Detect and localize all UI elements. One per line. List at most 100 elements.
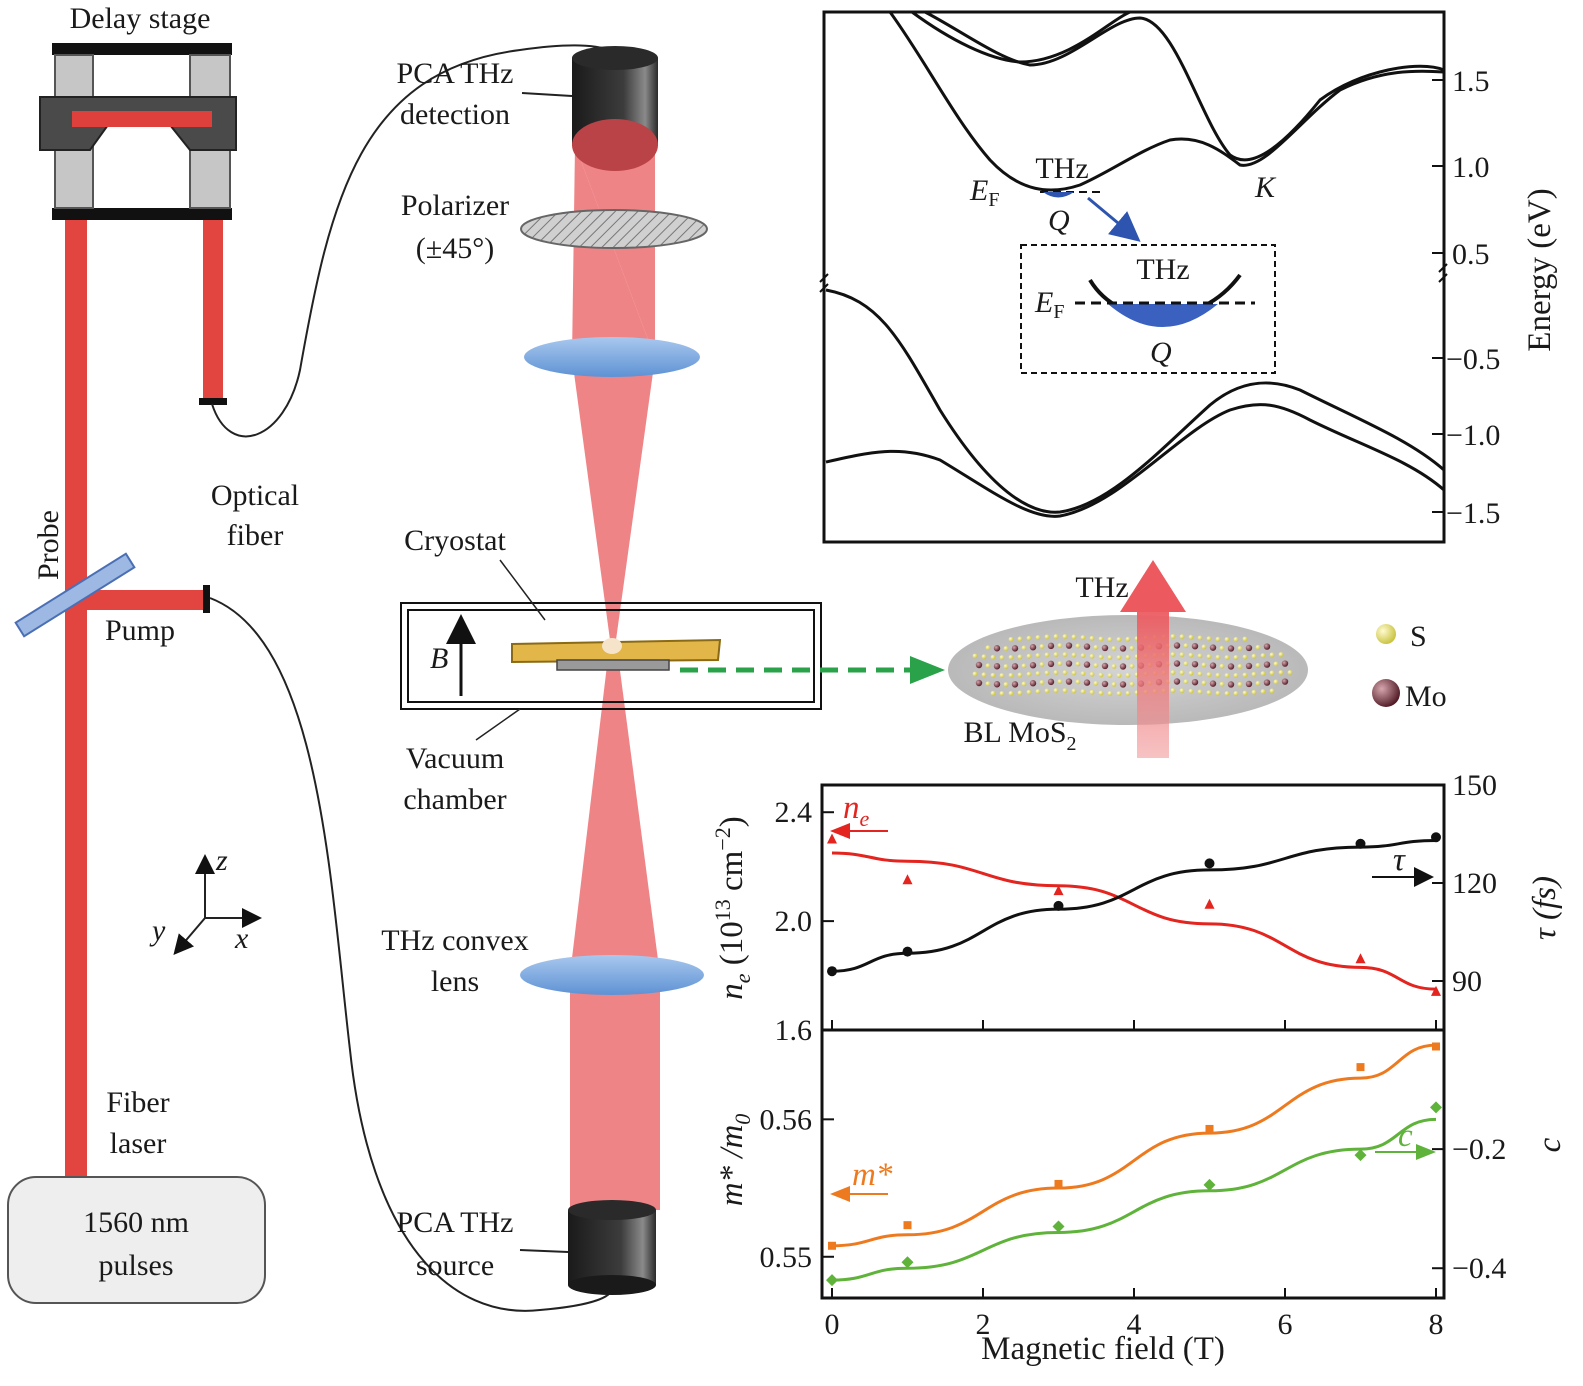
s-atom: [1242, 672, 1248, 678]
s-atom: [1111, 682, 1117, 687]
s-atom: [1215, 654, 1221, 660]
inset-ef-label: EF: [1034, 286, 1064, 323]
s-atom: [1057, 679, 1063, 684]
s-atom: [972, 653, 978, 659]
source-cylinder: [568, 1210, 656, 1285]
data-point-c: [1203, 1178, 1216, 1191]
axis-break-left: [819, 273, 829, 293]
s-atom: [990, 654, 996, 660]
s-atom: [1269, 652, 1275, 658]
ne-series-label-main: n: [843, 790, 860, 826]
data-point-ne: [1204, 898, 1215, 909]
mo-atom: [975, 661, 983, 669]
s-atom: [1116, 637, 1122, 642]
chamber-inner: [407, 609, 815, 703]
s-atom: [1219, 663, 1225, 669]
ne-axis-label-rest: (10: [714, 921, 750, 973]
s-atom: [1219, 681, 1225, 687]
s-atom: [1233, 655, 1239, 660]
mo-atom: [1065, 660, 1073, 667]
source-bottom: [568, 1275, 656, 1295]
band-y-axis-label: Energy (eV): [1522, 188, 1558, 351]
sample-name-sub: 2: [1067, 733, 1077, 755]
x-tick-label: 4: [1127, 1308, 1142, 1341]
x-axis-label: x: [234, 922, 249, 955]
pump-beam: [72, 590, 207, 610]
s-atom: [1035, 653, 1041, 658]
s-atom: [1017, 654, 1023, 660]
s-atom: [1062, 634, 1068, 639]
mo-atom: [1245, 662, 1253, 670]
s-atom: [1026, 653, 1032, 659]
ne-axis-label-sub: e: [730, 973, 755, 983]
mo-atom: [1101, 644, 1109, 652]
source-top: [568, 1200, 656, 1220]
s-atom: [1242, 636, 1248, 642]
s-atom: [1242, 654, 1248, 660]
data-point-mass: [828, 1241, 836, 1250]
beam-converging: [572, 358, 655, 640]
probe-return-beam: [203, 220, 223, 400]
s-atom: [1039, 680, 1045, 685]
s-atom: [1071, 652, 1077, 658]
s-atom: [1201, 680, 1207, 686]
zoom-inset-arrow: [1087, 196, 1141, 242]
ne-axis-label-sup: 13: [710, 899, 735, 921]
s-atom: [1062, 670, 1068, 675]
s-atom: [1008, 654, 1014, 660]
fit-line-ne: [831, 851, 1437, 991]
s-atom: [1017, 672, 1023, 678]
s-atom: [1219, 645, 1225, 651]
valley-inset: THz EF Q: [1020, 244, 1276, 374]
tau-series-label: τ: [1393, 842, 1406, 878]
data-point-tau: [827, 966, 837, 977]
ne-axis-label: ne (1013 cm−2): [710, 816, 755, 1000]
s-atom: [1201, 644, 1207, 650]
s-atom: [1215, 636, 1221, 642]
s-atom: [1044, 634, 1050, 640]
s-atom: [1269, 670, 1275, 676]
s-atom: [1287, 670, 1293, 675]
mo-atom: [1065, 642, 1073, 649]
data-point-mass: [1205, 1124, 1214, 1133]
mo-atom: [993, 645, 1001, 652]
sample-illustration: THz BL MoS2 S Mo: [948, 560, 1447, 758]
s-atom: [1170, 634, 1176, 639]
s-atom: [1183, 643, 1189, 649]
data-point-c: [1430, 1101, 1442, 1114]
s-atom: [1233, 691, 1239, 696]
inset-ef-sub: F: [1053, 301, 1064, 323]
s-atom: [1021, 645, 1027, 651]
s-atom: [1255, 644, 1261, 650]
data-point-c: [901, 1256, 914, 1269]
axis-break-right: [1438, 263, 1448, 283]
s-atom: [1080, 653, 1086, 658]
mo-atom: [1281, 678, 1289, 685]
y-axis-label: y: [149, 914, 166, 947]
pca-source-label-2: source: [416, 1249, 494, 1282]
s-atom: [1080, 689, 1086, 694]
mo-atom: [1029, 662, 1037, 669]
fit-line-m*: [831, 1043, 1437, 1248]
mo-atom: [1191, 678, 1199, 686]
mo-atom: [1047, 678, 1055, 686]
s-atom: [1026, 671, 1032, 677]
s-atom: [1116, 655, 1122, 660]
mo-atom: [1191, 660, 1199, 668]
sample-name-main: BL MoS: [963, 716, 1066, 749]
s-atom: [1260, 689, 1266, 694]
mo-atom: [1065, 678, 1073, 685]
s-atom: [1035, 689, 1041, 694]
valence-band-2: [825, 403, 1445, 518]
s-atom: [1089, 635, 1095, 641]
sample-disk: [948, 615, 1308, 725]
vacuum-chamber-label-2: chamber: [403, 783, 506, 816]
s-atom: [1003, 664, 1009, 669]
polarizer-label-1: Polarizer: [401, 189, 509, 222]
s-atom-legend: [1376, 624, 1396, 644]
mo-atom: [1227, 663, 1235, 670]
s-atom: [1224, 691, 1230, 696]
tau-axis-label: τ (fs): [1527, 876, 1563, 940]
s-atom: [1197, 671, 1203, 677]
